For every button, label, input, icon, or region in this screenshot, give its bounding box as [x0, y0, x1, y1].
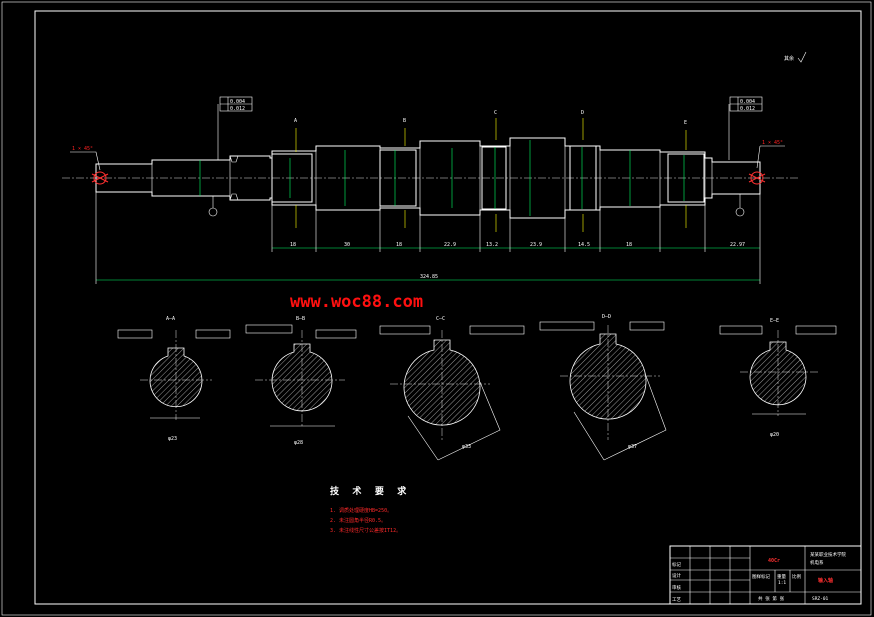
svg-text:比例: 比例 — [792, 573, 801, 580]
svg-text:图样标记: 图样标记 — [752, 573, 770, 580]
svg-text:D: D — [581, 110, 584, 116]
roughness-note: 其余 — [784, 51, 807, 63]
svg-text:1:1: 1:1 — [778, 580, 786, 586]
section-b-b: B—B φ28 — [245, 316, 357, 446]
svg-text:18: 18 — [396, 242, 402, 248]
svg-text:工艺: 工艺 — [672, 597, 681, 603]
svg-text:标记: 标记 — [672, 561, 681, 568]
svg-text:23.9: 23.9 — [530, 242, 542, 248]
technical-requirements: 技 术 要 求 1. 调质处理硬度HB=250。 2. 未注圆角半径R0.5。 … — [330, 485, 410, 534]
svg-text:机电系: 机电系 — [810, 559, 824, 566]
title-block: 40Cr 某某职业技术学院 机电系 输入轴 SRZ-01 1:1 标记 设计 审… — [669, 545, 862, 605]
shaft-main-view: 1 × 45° 1 × 45° 0.004 0.012 0.004 0.012 — [62, 96, 800, 284]
svg-text:22.9: 22.9 — [444, 242, 456, 248]
svg-text:22.97: 22.97 — [730, 242, 745, 248]
svg-text:输入轴: 输入轴 — [818, 577, 833, 584]
svg-text:其余: 其余 — [784, 55, 794, 62]
svg-text:某某职业技术学院: 某某职业技术学院 — [810, 551, 846, 558]
svg-text:30: 30 — [344, 242, 350, 248]
svg-text:技 术 要 求: 技 术 要 求 — [330, 485, 410, 497]
svg-text:18: 18 — [290, 242, 296, 248]
svg-text:3. 未注线性尺寸公差按IT12。: 3. 未注线性尺寸公差按IT12。 — [330, 527, 401, 534]
section-e-e: E—E φ20 — [719, 318, 837, 438]
svg-text:0.004: 0.004 — [230, 99, 245, 105]
svg-text:C: C — [494, 110, 497, 116]
svg-text:18: 18 — [626, 242, 632, 248]
section-a-a: A—A φ23 — [117, 316, 231, 442]
svg-text:D—D: D—D — [602, 314, 611, 320]
svg-text:E—E: E—E — [770, 318, 779, 324]
svg-text:2. 未注圆角半径R0.5。: 2. 未注圆角半径R0.5。 — [330, 517, 386, 524]
svg-text:共 张 第 张: 共 张 第 张 — [758, 595, 785, 602]
svg-text:B: B — [403, 118, 406, 124]
svg-text:B—B: B—B — [296, 316, 305, 322]
svg-text:φ33: φ33 — [462, 444, 471, 450]
svg-text:审核: 审核 — [672, 584, 681, 591]
svg-text:1 × 45°: 1 × 45° — [72, 146, 93, 152]
svg-text:0.012: 0.012 — [230, 106, 245, 112]
svg-text:φ28: φ28 — [294, 440, 303, 446]
svg-text:E: E — [684, 120, 687, 126]
watermark: www.woc88.com — [290, 292, 423, 312]
svg-text:设计: 设计 — [672, 572, 681, 579]
svg-text:φ23: φ23 — [168, 436, 177, 442]
svg-text:A: A — [294, 118, 297, 124]
svg-text:1 × 45°: 1 × 45° — [762, 140, 783, 146]
svg-text:324.85: 324.85 — [420, 274, 438, 280]
svg-text:14.5: 14.5 — [578, 242, 590, 248]
svg-text:φ20: φ20 — [770, 432, 779, 438]
drawing-frame — [34, 10, 862, 605]
section-c-c: C—C φ33 — [379, 316, 525, 461]
svg-text:重量: 重量 — [777, 573, 786, 580]
section-d-d: D—D φ37 — [539, 314, 667, 461]
svg-text:13.2: 13.2 — [486, 242, 498, 248]
svg-text:φ37: φ37 — [628, 444, 637, 450]
svg-text:0.004: 0.004 — [740, 99, 755, 105]
svg-text:40Cr: 40Cr — [768, 558, 780, 564]
svg-text:0.012: 0.012 — [740, 106, 755, 112]
svg-text:1. 调质处理硬度HB=250。: 1. 调质处理硬度HB=250。 — [330, 507, 392, 514]
svg-text:C—C: C—C — [436, 316, 445, 322]
svg-text:SRZ-01: SRZ-01 — [812, 596, 829, 602]
svg-text:A—A: A—A — [166, 316, 175, 322]
